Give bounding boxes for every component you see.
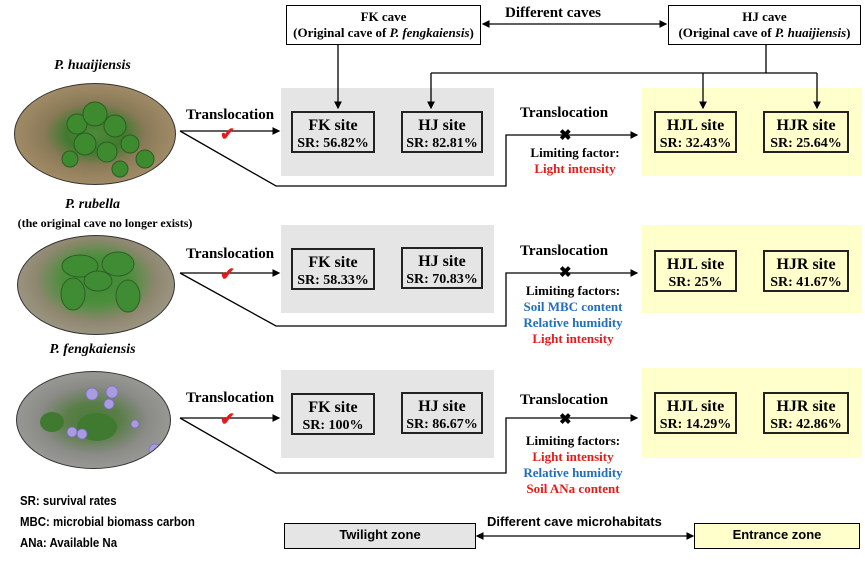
limiting-factor: Relative humidity (523, 315, 623, 330)
entrance-translocation-label-row1: Translocation (520, 105, 609, 121)
site-sr: SR: 56.82% (297, 136, 369, 151)
hjl-site-row1: HJL site SR: 32.43% (654, 111, 737, 153)
site-sr: SR: 70.83% (406, 272, 478, 287)
fk-site-row2: FK site SR: 58.33% (291, 248, 375, 290)
site-sr: SR: 25.64% (770, 136, 842, 151)
limiting-factor: Soil ANa content (526, 481, 620, 496)
cross-icon-row2: ✖ (559, 265, 572, 281)
plant-photo-rubella-icon (17, 235, 175, 335)
plant-photo-fengkaiensis-icon (16, 371, 171, 469)
legend-sr: SR: survival rates (20, 493, 117, 508)
limiting-factor: Light intensity (532, 449, 614, 464)
species-label-row3: P. fengkaiensis (49, 342, 136, 357)
leaves-icon (61, 101, 155, 178)
twilight-zone-box: Twilight zone (284, 523, 476, 549)
entrance-panel-row1 (642, 88, 862, 176)
plant-photo-huaijiensis-icon (14, 83, 176, 185)
site-name: HJR site (776, 256, 836, 273)
check-icon-row3: ✔ (220, 409, 236, 429)
hj-cave-title: HJ cave (742, 9, 787, 24)
fk-site-row3: FK site SR: 100% (291, 393, 375, 435)
entrance-translocation-label-row3: Translocation (520, 392, 609, 408)
site-name: FK site (308, 254, 358, 271)
hj-site-row3: HJ site SR: 86.67% (401, 392, 483, 434)
legend-ana: ANa: Available Na (20, 535, 118, 550)
limiting-factors-row1: Limiting factor: Light intensity (520, 145, 630, 177)
hj-cave-box: HJ cave (Original cave of P. huaijiensis… (668, 5, 861, 45)
check-icon-row1: ✔ (220, 124, 236, 144)
hj-cave-subtitle: (Original cave of P. huaijiensis) (678, 25, 851, 40)
entrance-panel-row2 (642, 225, 862, 313)
site-sr: SR: 42.86% (770, 417, 842, 432)
cross-icon-row3: ✖ (559, 412, 572, 428)
site-name: HJ site (418, 253, 466, 270)
twilight-panel-row2 (281, 225, 494, 313)
translocation-label-row2: Translocation (186, 246, 275, 262)
site-sr: SR: 82.81% (406, 136, 478, 151)
limiting-factor: Light intensity (534, 161, 616, 176)
translocation-label-row3: Translocation (186, 390, 275, 406)
limiting-title: Limiting factor: (530, 145, 620, 160)
species-note-row2: (the original cave no longer exists) (17, 216, 193, 230)
hj-site-row2: HJ site SR: 70.83% (401, 247, 483, 289)
leaves-icon (60, 251, 141, 313)
abbreviation-legend: SR: survival rates MBC: microbial biomas… (20, 490, 195, 553)
different-caves-label: Different caves (505, 5, 601, 21)
site-sr: SR: 14.29% (659, 417, 732, 432)
flowers-icon (40, 385, 162, 457)
entrance-zone-box: Entrance zone (694, 523, 860, 549)
hjr-site-row2: HJR site SR: 41.67% (763, 250, 849, 292)
limiting-factors-row3: Limiting factors: Light intensity Relati… (513, 433, 633, 497)
hjr-site-row1: HJR site SR: 25.64% (763, 111, 849, 153)
hjl-site-row3: HJL site SR: 14.29% (654, 392, 737, 434)
translocation-label-row1: Translocation (186, 107, 275, 123)
limiting-factors-row2: Limiting factors: Soil MBC content Relat… (513, 283, 633, 347)
species-label-row1: P. huaijiensis (54, 58, 131, 73)
site-name: HJ site (418, 117, 466, 134)
fk-cave-title: FK cave (360, 9, 407, 24)
site-name: HJL site (666, 117, 725, 134)
hj-site-row1: HJ site SR: 82.81% (401, 111, 483, 153)
fk-cave-box: FK cave (Original cave of P. fengkaiensi… (286, 5, 481, 45)
twilight-panel-row3 (281, 370, 494, 458)
limiting-title: Limiting factors: (525, 433, 621, 448)
site-name: FK site (308, 399, 358, 416)
fk-site-row1: FK site SR: 56.82% (291, 111, 375, 153)
twilight-panel-row1 (281, 88, 494, 176)
site-sr: SR: 86.67% (406, 417, 478, 432)
site-name: HJL site (666, 398, 725, 415)
site-sr: SR: 32.43% (659, 136, 732, 151)
entrance-translocation-label-row2: Translocation (520, 243, 609, 259)
site-sr: SR: 25% (668, 275, 723, 290)
limiting-factor: Light intensity (532, 331, 614, 346)
microhabitats-label: Different cave microhabitats (487, 514, 662, 529)
site-sr: SR: 41.67% (770, 275, 842, 290)
limiting-factor: Soil MBC content (523, 299, 623, 314)
limiting-factor: Relative humidity (523, 465, 623, 480)
site-name: HJR site (776, 398, 836, 415)
site-sr: SR: 100% (302, 418, 364, 433)
site-sr: SR: 58.33% (297, 273, 369, 288)
site-name: FK site (308, 117, 358, 134)
site-name: HJ site (418, 398, 466, 415)
species-label-row2: P. rubella (65, 197, 120, 212)
hjr-site-row3: HJR site SR: 42.86% (763, 392, 849, 434)
site-name: HJR site (776, 117, 836, 134)
hjl-site-row2: HJL site SR: 25% (654, 250, 737, 292)
fk-cave-subtitle: (Original cave of P. fengkaiensis) (293, 25, 474, 40)
legend-mbc: MBC: microbial biomass carbon (20, 514, 195, 529)
limiting-title: Limiting factors: (525, 283, 621, 298)
cross-icon-row1: ✖ (559, 128, 572, 144)
site-name: HJL site (666, 256, 725, 273)
entrance-panel-row3 (642, 368, 862, 458)
check-icon-row2: ✔ (220, 264, 236, 284)
